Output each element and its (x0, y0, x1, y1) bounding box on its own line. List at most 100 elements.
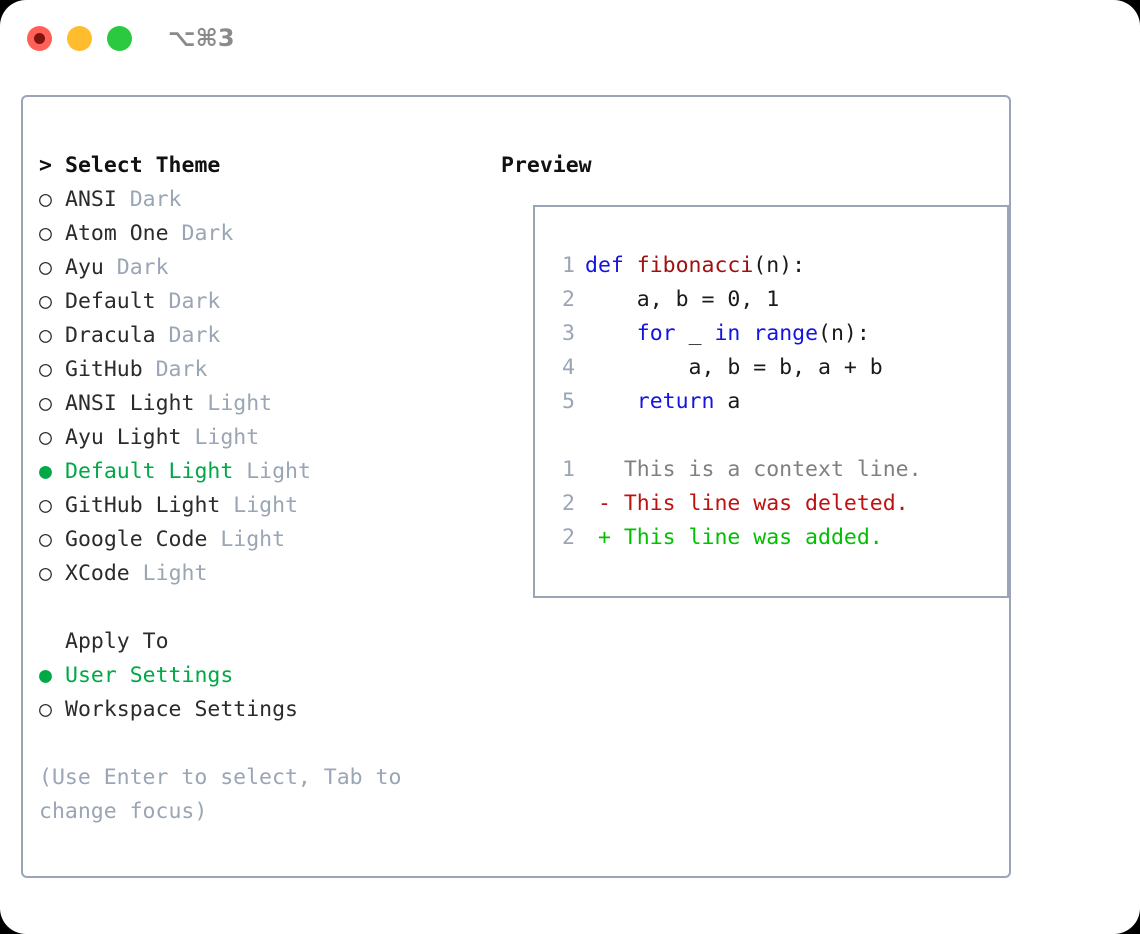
theme-list-item[interactable]: ●Default Light Light (39, 455, 489, 489)
theme-list-item[interactable]: ○ GitHub Dark (39, 353, 489, 387)
theme-name: Default Light (65, 459, 234, 484)
radio-unselected-icon: ○ (39, 493, 52, 518)
diff-line-text: This is a context line. (585, 457, 922, 482)
line-number: 2 (562, 287, 575, 312)
code-token: range (753, 321, 819, 346)
code-line: 3 for _ in range(n): (549, 317, 922, 351)
radio-unselected-icon: ○ (39, 357, 52, 382)
code-token: a, b = 0, 1 (585, 287, 780, 312)
diff-line: 2 + This line was added. (549, 521, 922, 555)
theme-list-item[interactable]: ○ Ayu Light Light (39, 421, 489, 455)
theme-variant-tag: Dark (155, 323, 221, 348)
code-diff-separator (549, 419, 922, 453)
theme-variant-tag: Light (129, 561, 208, 586)
code-token: def (585, 253, 637, 278)
radio-unselected-icon: ○ (39, 221, 52, 246)
code-token: for (636, 321, 676, 346)
theme-list-item[interactable]: ○ Dracula Dark (39, 319, 489, 353)
code-token: _ (675, 321, 715, 346)
diff-line: 1 This is a context line. (549, 453, 922, 487)
radio-unselected-icon: ○ (39, 187, 52, 212)
diff-line-text: - This line was deleted. (585, 491, 909, 516)
title-bar: ⌥⌘3 (0, 0, 1140, 78)
line-number: 2 (562, 525, 575, 550)
theme-name: Default (65, 289, 156, 314)
apply-to-header-label: Apply To (65, 629, 169, 654)
theme-name: Atom One (65, 221, 169, 246)
keyboard-hint: (Use Enter to select, Tab to change focu… (39, 765, 402, 824)
apply-to-label: User Settings (65, 663, 234, 688)
theme-variant-tag: Dark (103, 255, 169, 280)
line-number: 3 (562, 321, 575, 346)
theme-variant-tag: Dark (155, 289, 221, 314)
theme-name: GitHub (65, 357, 143, 382)
theme-name: Dracula (65, 323, 156, 348)
select-theme-header: >Select Theme (39, 149, 489, 183)
diff-line-text: + This line was added. (585, 525, 883, 550)
minimize-window-button[interactable] (67, 26, 92, 51)
code-token: return (636, 389, 715, 414)
code-token: fibonacci (636, 253, 754, 278)
theme-list-item[interactable]: ○Atom One Dark (39, 217, 489, 251)
main-panel: >Select Theme ○ANSI Dark○Atom One Dark○A… (21, 95, 1011, 878)
theme-list-item[interactable]: ○Google Code Light (39, 523, 489, 557)
theme-list-item[interactable]: ○ANSI Light Light (39, 387, 489, 421)
code-token: a (714, 389, 741, 414)
theme-list-item[interactable]: ○ ANSI Dark (39, 183, 489, 217)
apply-to-item[interactable]: ● User Settings (39, 659, 489, 693)
theme-list: ○ ANSI Dark ○ Atom One Dark ○ Ayu Dark ○ Defaul… (39, 183, 489, 591)
list-spacer (39, 591, 489, 625)
code-line: 2 a, b = 0, 1 (549, 283, 922, 317)
zoom-window-button[interactable] (107, 26, 132, 51)
theme-name: GitHub Light (65, 493, 221, 518)
theme-list-item[interactable]: ○ Default Dark (39, 285, 489, 319)
apply-to-label: Workspace Settings (65, 697, 298, 722)
theme-list-item[interactable]: ○XCode Light (39, 557, 489, 591)
code-line: 1 def fibonacci(n): (549, 249, 922, 283)
theme-variant-tag: Dark (116, 187, 182, 212)
radio-selected-icon: ● (39, 663, 52, 688)
theme-list-item[interactable]: ○ GitHub Light Light (39, 489, 489, 523)
close-icon (34, 33, 45, 44)
apply-to-list: ● User Settings ○Workspace Settings (39, 659, 489, 727)
theme-variant-tag: Dark (142, 357, 208, 382)
line-number: 1 (562, 253, 575, 278)
code-token (740, 321, 753, 346)
theme-name: ANSI Light (65, 391, 195, 416)
code-token (585, 321, 637, 346)
code-line: 4 a, b = b, a + b (549, 351, 922, 385)
line-number: 5 (562, 389, 575, 414)
theme-variant-tag: Light (194, 391, 273, 416)
apply-to-item[interactable]: ○Workspace Settings (39, 693, 489, 727)
preview-title: Preview (501, 153, 592, 178)
keyboard-shortcut-label: ⌥⌘3 (168, 24, 235, 52)
radio-selected-icon: ● (39, 459, 52, 484)
code-token: a, b = b, a + b (585, 355, 883, 380)
theme-variant-tag: Light (207, 527, 286, 552)
theme-variant-tag: Light (181, 425, 260, 450)
line-number: 2 (562, 491, 575, 516)
radio-unselected-icon: ○ (39, 323, 52, 348)
header-prefix: > (39, 153, 52, 178)
line-number: 1 (562, 457, 575, 482)
theme-variant-tag: Light (220, 493, 299, 518)
code-token: (n): (753, 253, 806, 278)
code-line: 5 return a (549, 385, 922, 419)
theme-list-item[interactable]: ○ Ayu Dark (39, 251, 489, 285)
theme-name: Ayu Light (65, 425, 182, 450)
radio-unselected-icon: ○ (39, 289, 52, 314)
theme-name: Google Code (65, 527, 208, 552)
code-token: (n): (818, 321, 870, 346)
code-token (585, 389, 637, 414)
code-token: in (714, 321, 741, 346)
radio-unselected-icon: ○ (39, 425, 52, 450)
radio-unselected-icon: ○ (39, 255, 52, 280)
theme-selector-column: >Select Theme ○ANSI Dark○Atom One Dark○A… (39, 149, 489, 829)
diff-line: 2 - This line was deleted. (549, 487, 922, 521)
line-number: 4 (562, 355, 575, 380)
theme-name: ANSI (65, 187, 117, 212)
theme-name: Ayu (65, 255, 104, 280)
